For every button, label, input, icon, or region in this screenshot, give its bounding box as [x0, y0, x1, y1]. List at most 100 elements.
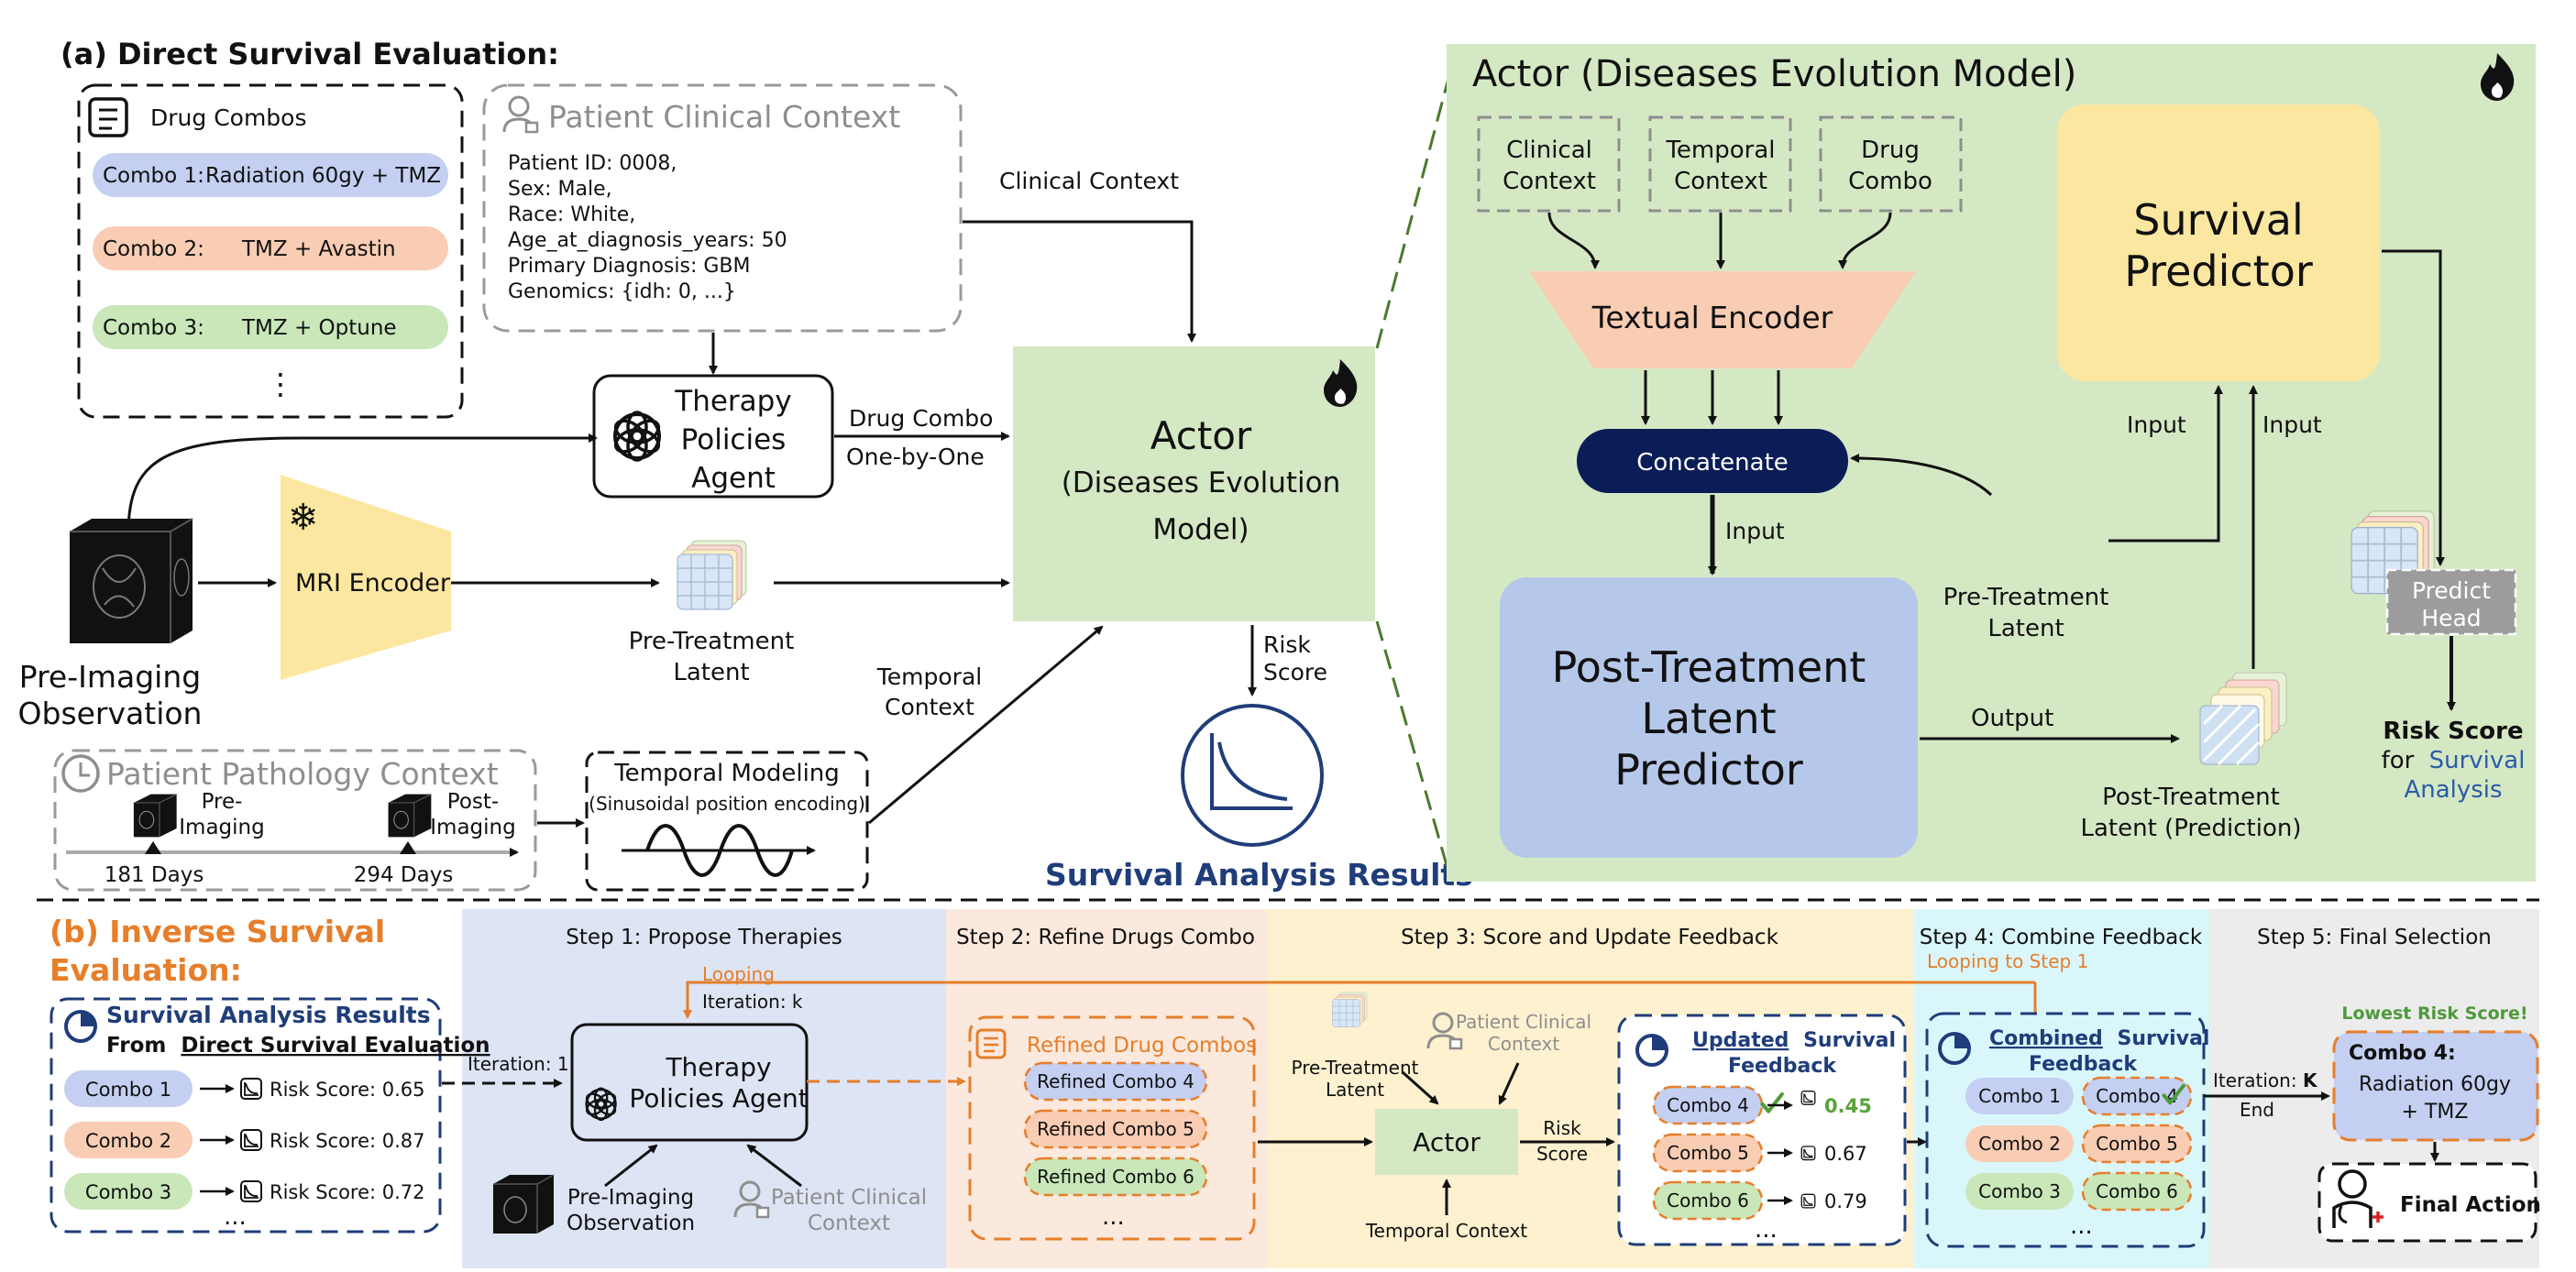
combo-ellipsis: ⋮: [266, 367, 295, 401]
risk-score-for: for: [2382, 747, 2415, 774]
refined-combos-box: Refined Drug Combos Refined Combo 4 Refi…: [968, 1015, 1257, 1241]
output-label: Output: [1971, 705, 2053, 732]
pre-imaging-label-2: Observation: [18, 696, 203, 731]
updated-combo-5: Combo 5: [1667, 1142, 1749, 1164]
updated-score-4: 0.45: [1824, 1095, 1872, 1117]
clinical-line-5: Primary Diagnosis: GBM: [508, 255, 750, 278]
input-clinical-1: Clinical: [1506, 137, 1592, 164]
clinical-line-2: Sex: Male,: [508, 178, 612, 201]
pre-treatment-latent-icon: [677, 540, 747, 610]
predict-head-1: Predict: [2412, 577, 2491, 604]
risk-score-for-line: for Survival: [2382, 747, 2526, 774]
updated-combo-4: Combo 4: [1667, 1094, 1749, 1116]
days-181: 181 Days: [105, 863, 204, 887]
mini-chart-icon: [240, 1129, 262, 1151]
step-2-title: Step 2: Refine Drugs Combo: [956, 926, 1255, 949]
refined-combo-4: Refined Combo 4: [1037, 1070, 1194, 1092]
clock-icon: [61, 754, 100, 793]
step-3-title: Step 3: Score and Update Feedback: [1401, 926, 1779, 949]
step1-pre-imaging-1: Pre-Imaging: [567, 1186, 694, 1210]
step3-risk-2: Score: [1536, 1143, 1588, 1165]
concatenate-label: Concatenate: [1636, 449, 1789, 477]
looping-to-step1: Looping to Step 1: [1927, 950, 2088, 972]
lowest-risk-label: Lowest Risk Score!: [2341, 1003, 2527, 1024]
post-latent-label-2: Latent (Prediction): [2081, 815, 2302, 842]
input-clinical-2: Context: [1503, 168, 1596, 195]
actor-line-3: Model): [1152, 513, 1249, 546]
input-drug-2: Combo: [1848, 168, 1932, 195]
temporal-context-label-2: Context: [885, 694, 974, 720]
final-combo-line-1: Radiation 60gy: [2359, 1073, 2511, 1096]
results-risk-2: Risk Score: 0.87: [270, 1130, 425, 1152]
combo-1-label: Combo 1:: [103, 164, 204, 188]
final-combo-title: Combo 4:: [2349, 1042, 2456, 1065]
iteration-k-end-prefix: Iteration:: [2213, 1069, 2297, 1091]
step-1-title: Step 1: Propose Therapies: [566, 926, 842, 949]
therapy-agent-step1: Therapy Policies Agent: [570, 1023, 809, 1142]
refined-combo-5: Refined Combo 5: [1037, 1118, 1194, 1140]
step3-clinical-1: Patient Clinical: [1456, 1011, 1591, 1033]
input-temporal-2: Context: [1674, 168, 1767, 195]
pre-latent-label-1: Pre-Treatment: [1943, 584, 2109, 611]
step-5-title: Step 5: Final Selection: [2257, 926, 2492, 949]
step3-actor: Actor: [1413, 1127, 1481, 1157]
drug-combo-arrow-label: Drug Combo: [849, 405, 993, 432]
iteration-k-end-k: K: [2303, 1069, 2318, 1091]
survival-predictor-1: Survival: [2133, 195, 2303, 245]
pathology-box: Patient Pathology Context Pre- Imaging P…: [53, 749, 537, 892]
post-latent-label-1: Post-Treatment: [2102, 784, 2280, 811]
combo-3-value: TMZ + Optune: [241, 316, 397, 340]
post-imaging-tick-1: Post-: [447, 790, 499, 814]
iteration-k-label: Iteration: k: [702, 991, 803, 1013]
iteration-k-end-line: Iteration: K: [2213, 1069, 2318, 1091]
pre-treatment-latent-icon: [1332, 992, 1368, 1027]
final-action-box: Final Action: [2317, 1162, 2541, 1243]
step-4-title: Step 4: Combine Feedback: [1920, 926, 2203, 949]
mini-chart-icon: [1800, 1091, 1816, 1105]
risk-score-label-1: Risk: [1263, 631, 1311, 658]
post-treatment-latent-icon: [2199, 672, 2287, 766]
list-icon: [88, 97, 128, 137]
pre-imaging-label-1: Pre-Imaging: [19, 659, 201, 695]
final-combo-line-2: + TMZ: [2402, 1101, 2469, 1124]
post-imaging-thumb: [387, 793, 432, 838]
clinical-line-1: Patient ID: 0008,: [508, 152, 677, 175]
updated-ellipsis: ...: [1755, 1216, 1778, 1244]
combined-title-rest: Survival: [2117, 1027, 2209, 1050]
snowflake-icon: ❄: [288, 497, 319, 539]
step3-pre-latent-2: Latent: [1326, 1079, 1384, 1101]
input-drug-1: Drug: [1861, 137, 1920, 164]
combined-title-line: Combined Survival: [1989, 1027, 2209, 1050]
clinical-context-title: Patient Clinical Context: [548, 99, 900, 135]
clinical-context-arrow-label: Clinical Context: [999, 168, 1179, 194]
results-box: Survival Analysis Results From Direct Su…: [50, 997, 490, 1234]
results-combo-3: Combo 3: [85, 1181, 171, 1203]
pre-imaging-tick-1: Pre-: [202, 790, 243, 814]
combined-right-3: Combo 6: [2096, 1180, 2178, 1202]
survival-chart-icon: [1181, 704, 1324, 847]
combined-right-2: Combo 5: [2096, 1133, 2178, 1155]
mri-encoder: ❄ MRI Encoder: [281, 475, 451, 680]
combo-1-value: Radiation 60gy + TMZ: [205, 164, 441, 188]
list-icon: [975, 1028, 1007, 1059]
risk-score-analysis: Analysis: [2404, 776, 2502, 804]
final-action-label: Final Action: [2400, 1193, 2541, 1217]
pathology-title: Patient Pathology Context: [106, 756, 499, 792]
therapy-agent-line-3: Agent: [691, 462, 776, 495]
step3-pre-latent-1: Pre-Treatment: [1292, 1057, 1419, 1079]
drug-combos-box: Drug Combos Combo 1: Radiation 60gy + TM…: [77, 83, 464, 419]
pre-imaging-thumb: [133, 793, 178, 838]
therapy-agent-line-2: Policies: [681, 423, 787, 456]
results-from-line: From Direct Survival Evaluation: [106, 1034, 490, 1058]
results-risk-1: Risk Score: 0.65: [270, 1079, 425, 1101]
results-combo-2: Combo 2: [85, 1130, 171, 1152]
step3-risk-1: Risk: [1543, 1117, 1581, 1139]
updated-combo-6: Combo 6: [1667, 1190, 1749, 1212]
updated-score-5: 0.67: [1824, 1143, 1867, 1165]
results-combo-1: Combo 1: [85, 1079, 171, 1101]
therapy-agent-line-1: Therapy: [674, 385, 791, 418]
pre-treatment-latent-2: Latent: [673, 659, 749, 686]
combo-2-label: Combo 2:: [103, 237, 204, 261]
therapy-agent-box: Therapy Policies Agent: [592, 374, 834, 499]
